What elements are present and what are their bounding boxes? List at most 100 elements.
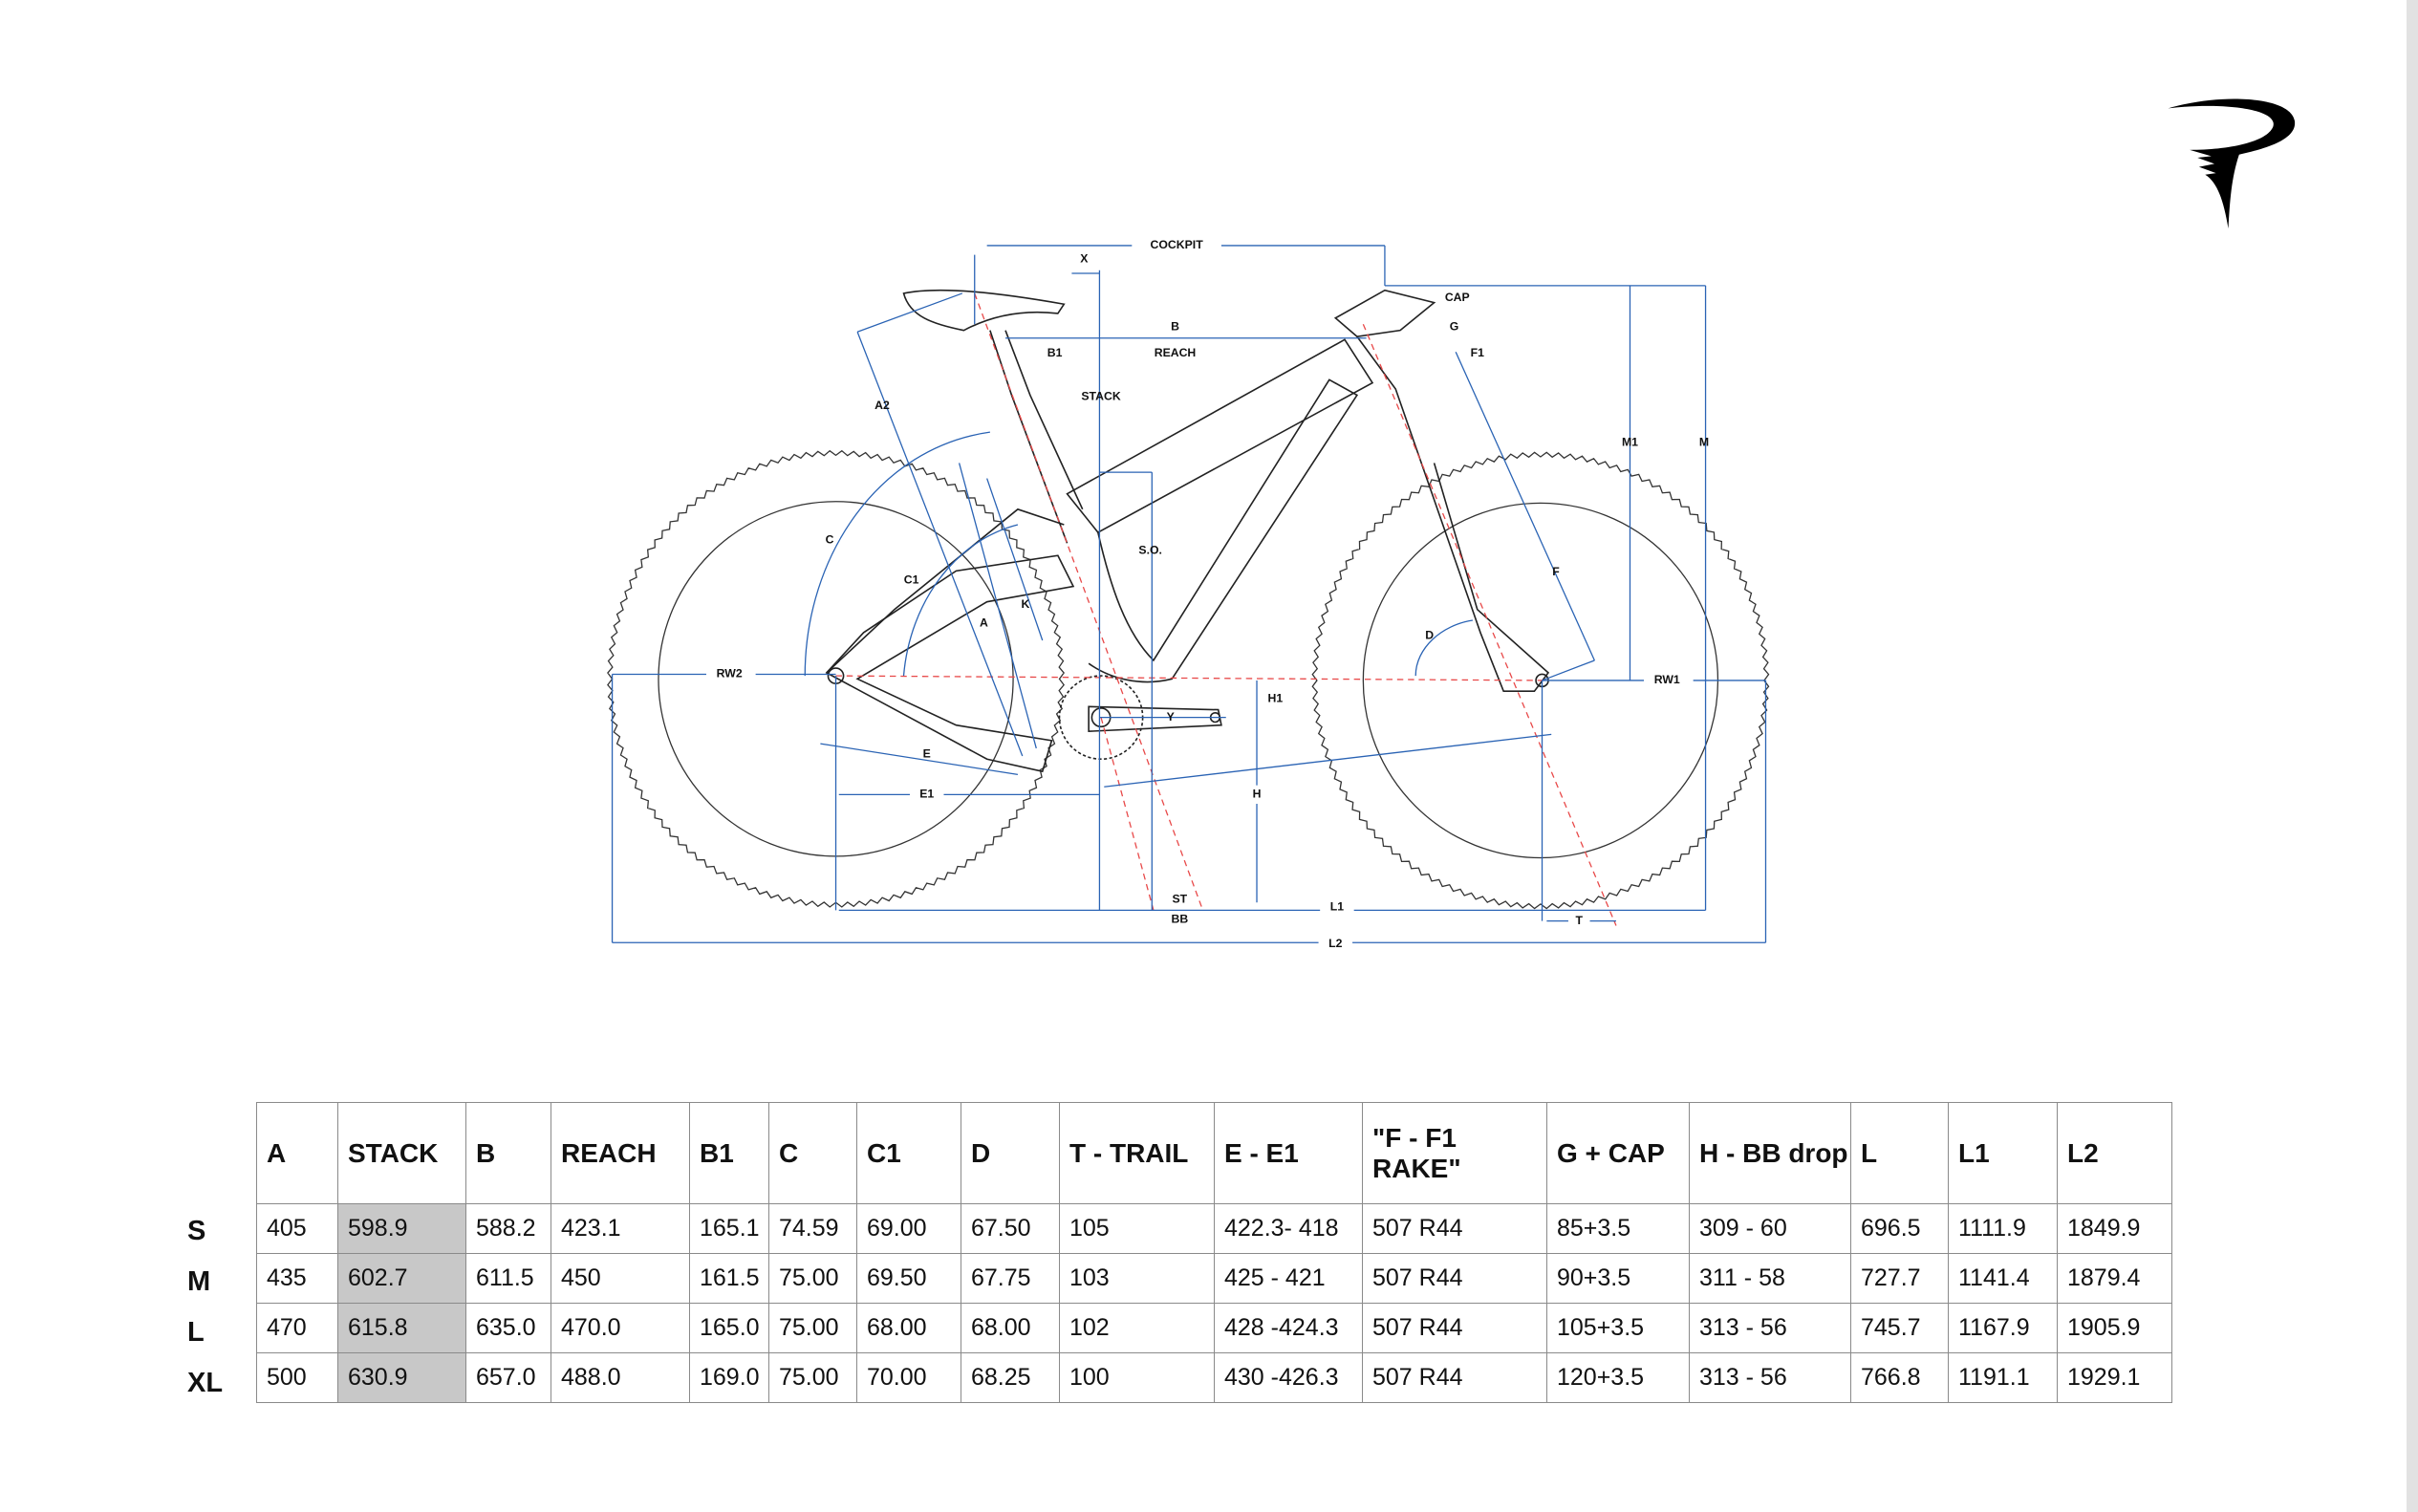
table-cell: 615.8 bbox=[337, 1303, 466, 1353]
table-cell: 67.75 bbox=[961, 1253, 1060, 1304]
table-cell: 100 bbox=[1059, 1352, 1215, 1403]
scrollbar[interactable] bbox=[2407, 0, 2418, 1512]
table-cell: 507 R44 bbox=[1362, 1352, 1547, 1403]
label-st: ST bbox=[1173, 892, 1188, 905]
label-rw2: RW2 bbox=[717, 667, 743, 680]
table-cell: 1111.9 bbox=[1948, 1203, 2058, 1254]
column-header: STACK bbox=[337, 1102, 466, 1204]
centerlines bbox=[835, 292, 1617, 926]
table-cell: 85+3.5 bbox=[1546, 1203, 1690, 1254]
table-cell: 588.2 bbox=[465, 1203, 551, 1254]
label-t: T bbox=[1576, 914, 1584, 927]
dimension-labels: COCKPIT X CAP G B F1 B1 REACH STACK A2 M… bbox=[705, 236, 1709, 952]
table-cell: 598.9 bbox=[337, 1203, 466, 1254]
table-cell: 75.00 bbox=[768, 1253, 857, 1304]
column-header: L1 bbox=[1948, 1102, 2058, 1204]
column-header: T - TRAIL bbox=[1059, 1102, 1215, 1204]
table-cell: 745.7 bbox=[1850, 1303, 1949, 1353]
table-cell: 67.50 bbox=[961, 1203, 1060, 1254]
label-e: E bbox=[923, 747, 931, 761]
table-cell: 105 bbox=[1059, 1203, 1215, 1254]
table-cell: 169.0 bbox=[689, 1352, 769, 1403]
label-d: D bbox=[1425, 628, 1434, 641]
table-cell: 657.0 bbox=[465, 1352, 551, 1403]
wheels bbox=[607, 449, 1770, 910]
table-cell: 1905.9 bbox=[2057, 1303, 2172, 1353]
table-cell: 68.00 bbox=[961, 1303, 1060, 1353]
label-a: A bbox=[980, 616, 988, 629]
table-cell: 102 bbox=[1059, 1303, 1215, 1353]
table-cell: 103 bbox=[1059, 1253, 1215, 1304]
table-cell: 165.1 bbox=[689, 1203, 769, 1254]
table-cell: 311 - 58 bbox=[1689, 1253, 1851, 1304]
label-f1: F1 bbox=[1471, 346, 1484, 359]
table-cell: 507 R44 bbox=[1362, 1203, 1547, 1254]
table-cell: 422.3- 418 bbox=[1214, 1203, 1363, 1254]
column-header: REACH bbox=[551, 1102, 690, 1204]
table-cell: 120+3.5 bbox=[1546, 1352, 1690, 1403]
label-rw1: RW1 bbox=[1654, 673, 1680, 686]
table-cell: 74.59 bbox=[768, 1203, 857, 1254]
label-k: K bbox=[1022, 597, 1030, 611]
table-cell: 69.50 bbox=[856, 1253, 961, 1304]
label-so: S.O. bbox=[1138, 544, 1162, 557]
table-cell: 70.00 bbox=[856, 1352, 961, 1403]
table-cell: 1929.1 bbox=[2057, 1352, 2172, 1403]
table-cell: 507 R44 bbox=[1362, 1253, 1547, 1304]
label-e1: E1 bbox=[919, 788, 934, 801]
front-tire bbox=[1311, 451, 1770, 910]
column-header: A bbox=[256, 1102, 338, 1204]
table-cell: 470 bbox=[256, 1303, 338, 1353]
column-header: G + CAP bbox=[1546, 1102, 1690, 1204]
table-cell: 435 bbox=[256, 1253, 338, 1304]
dimension-lines bbox=[611, 245, 1767, 943]
column-header: E - E1 bbox=[1214, 1102, 1363, 1204]
table-cell: 423.1 bbox=[551, 1203, 690, 1254]
column-header: C1 bbox=[856, 1102, 961, 1204]
table-cell: 635.0 bbox=[465, 1303, 551, 1353]
table-cell: 105+3.5 bbox=[1546, 1303, 1690, 1353]
table-cell: 727.7 bbox=[1850, 1253, 1949, 1304]
brand-logo bbox=[2168, 98, 2296, 229]
label-cap: CAP bbox=[1445, 291, 1470, 304]
label-c1: C1 bbox=[904, 572, 919, 586]
table-cell: 1849.9 bbox=[2057, 1203, 2172, 1254]
label-f: F bbox=[1552, 565, 1560, 578]
table-cell: 68.25 bbox=[961, 1352, 1060, 1403]
column-header: "F - F1 RAKE" bbox=[1362, 1102, 1547, 1204]
table-cell: 602.7 bbox=[337, 1253, 466, 1304]
table-cell: 450 bbox=[551, 1253, 690, 1304]
table-cell: 696.5 bbox=[1850, 1203, 1949, 1254]
table-cell: 1141.4 bbox=[1948, 1253, 2058, 1304]
column-header: H - BB drop bbox=[1689, 1102, 1851, 1204]
table-cell: 1879.4 bbox=[2057, 1253, 2172, 1304]
table-cell: 165.0 bbox=[689, 1303, 769, 1353]
size-label-l: L bbox=[187, 1317, 205, 1348]
table-cell: 309 - 60 bbox=[1689, 1203, 1851, 1254]
column-header: B bbox=[465, 1102, 551, 1204]
label-cockpit: COCKPIT bbox=[1151, 238, 1204, 251]
label-y: Y bbox=[1167, 710, 1175, 724]
table-cell: 69.00 bbox=[856, 1203, 961, 1254]
column-header: B1 bbox=[689, 1102, 769, 1204]
size-label-s: S bbox=[187, 1216, 206, 1246]
table-cell: 1191.1 bbox=[1948, 1352, 2058, 1403]
label-m: M bbox=[1699, 436, 1709, 449]
table-cell: 428 -424.3 bbox=[1214, 1303, 1363, 1353]
table-cell: 488.0 bbox=[551, 1352, 690, 1403]
table-cell: 75.00 bbox=[768, 1352, 857, 1403]
table-cell: 90+3.5 bbox=[1546, 1253, 1690, 1304]
table-cell: 611.5 bbox=[465, 1253, 551, 1304]
label-h: H bbox=[1253, 788, 1262, 801]
label-c: C bbox=[826, 532, 834, 546]
label-a2: A2 bbox=[874, 399, 890, 412]
size-label-xl: XL bbox=[187, 1368, 224, 1398]
table-cell: 405 bbox=[256, 1203, 338, 1254]
label-b1: B1 bbox=[1047, 346, 1063, 359]
